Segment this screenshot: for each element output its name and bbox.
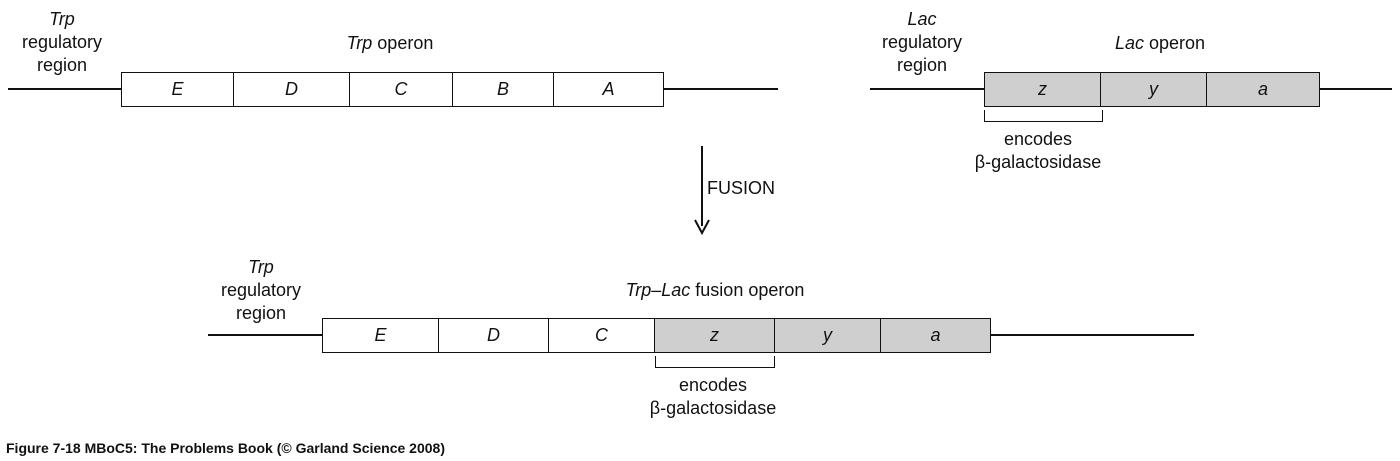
lac-z-bracket <box>984 110 1103 122</box>
trp-operon-title-prefix: Trp <box>346 33 373 53</box>
fusion-encodes-label: encodes β-galactosidase <box>633 374 793 420</box>
lac-encodes-word: encodes <box>1003 129 1073 149</box>
trp-gene-c: C <box>350 73 453 106</box>
fusion-gene-z: z <box>655 319 775 352</box>
fusion-gene-d: D <box>439 319 549 352</box>
lac-operon-title-prefix: Lac <box>1114 33 1144 53</box>
lac-gene-z: z <box>985 73 1101 106</box>
trp-gene-d: D <box>234 73 350 106</box>
lac-operon-title: Lac operon <box>1090 32 1230 55</box>
trp-operon-title-suffix: operon <box>372 33 434 53</box>
lac-region-word: region <box>896 55 948 75</box>
lac-gene-y: y <box>1101 73 1207 106</box>
fusion-gene-y: y <box>775 319 881 352</box>
trp-region-word: region <box>36 55 88 75</box>
trp-regulatory-word: regulatory <box>21 32 103 52</box>
fusion-operon-title-suffix: fusion operon <box>690 280 805 300</box>
trp-regulatory-label: Trp regulatory region <box>8 8 116 77</box>
lac-encodes-label: encodes β-galactosidase <box>958 128 1118 174</box>
trp-gene-b: B <box>453 73 554 106</box>
lac-operon-box: z y a <box>984 72 1320 107</box>
fusion-gene-e: E <box>323 319 439 352</box>
fusion-region-word: region <box>235 303 287 323</box>
fusion-gene-a: a <box>881 319 990 352</box>
fusion-encodes-word: encodes <box>678 375 748 395</box>
fusion-operon-title-prefix: Trp–Lac <box>625 280 691 300</box>
fusion-arrow <box>694 146 710 236</box>
lac-operon-title-suffix: operon <box>1143 33 1206 53</box>
fusion-operon-box: E D C z y a <box>322 318 991 353</box>
trp-gene-a: A <box>554 73 663 106</box>
lac-gene-a: a <box>1207 73 1319 106</box>
fusion-operon-title: Trp–Lac fusion operon <box>590 279 840 302</box>
trp-operon-title: Trp operon <box>300 32 480 55</box>
lac-regulatory-word: regulatory <box>881 32 963 52</box>
fusion-encodes-enzyme: β-galactosidase <box>649 398 777 418</box>
fusion-arrow-label: FUSION <box>707 178 776 198</box>
figure-caption: Figure 7-18 MBoC5: The Problems Book (© … <box>6 440 445 456</box>
trp-regulatory-name: Trp <box>49 9 75 29</box>
trp-gene-e: E <box>122 73 234 106</box>
fusion-z-bracket <box>655 356 775 368</box>
fusion-regulatory-name: Trp <box>248 257 274 277</box>
trp-operon-box: E D C B A <box>121 72 664 107</box>
fusion-regulatory-label: Trp regulatory region <box>206 256 316 325</box>
lac-encodes-enzyme: β-galactosidase <box>974 152 1102 172</box>
fusion-regulatory-word: regulatory <box>220 280 302 300</box>
lac-regulatory-label: Lac regulatory region <box>868 8 976 77</box>
lac-regulatory-name: Lac <box>907 9 937 29</box>
fusion-gene-c: C <box>549 319 655 352</box>
